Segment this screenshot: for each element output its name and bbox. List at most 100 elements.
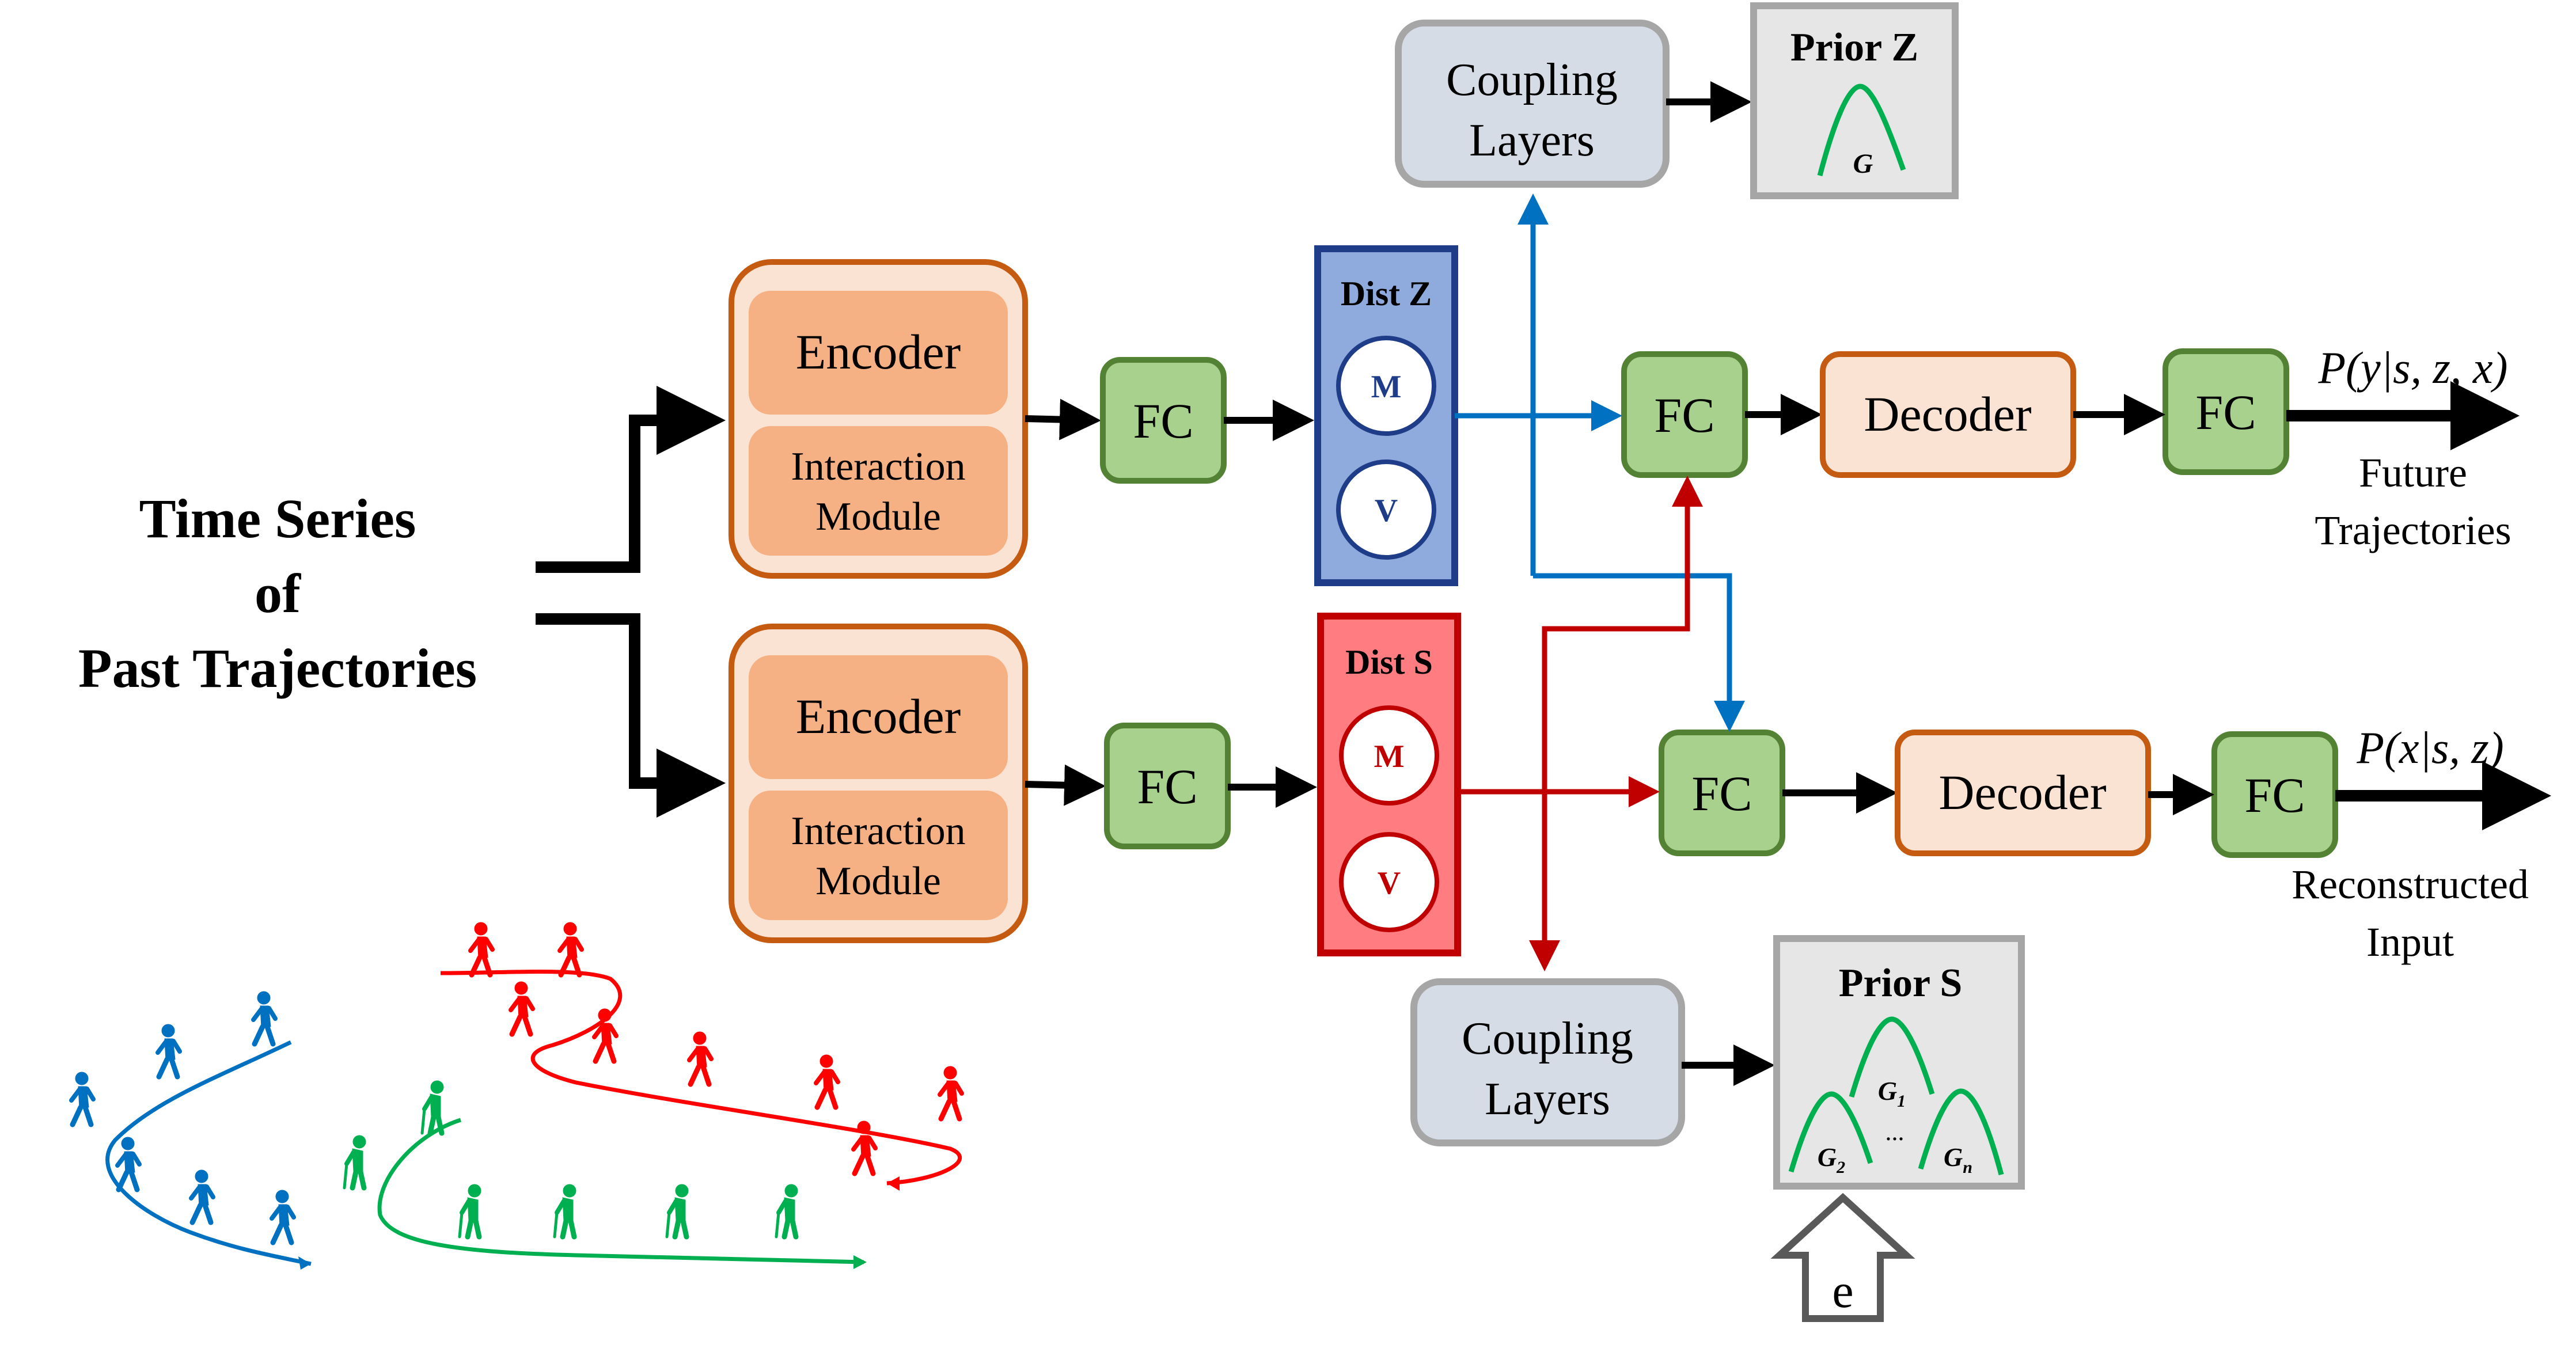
interaction-module-bottom bbox=[749, 791, 1008, 920]
decoder-label-top: Decoder bbox=[1864, 386, 2031, 442]
interaction-label-top-2: Module bbox=[815, 495, 941, 539]
output-bottom: P(x|s, z) Reconstructed Input bbox=[2292, 723, 2529, 965]
external-input-label: e bbox=[1832, 1264, 1853, 1318]
coupling-block-top: Coupling Layers bbox=[1395, 20, 1670, 188]
dist-z-variance-label: V bbox=[1375, 493, 1398, 529]
prior-s-g2-label: G2 bbox=[1818, 1142, 1845, 1177]
fc-label-out-top: FC bbox=[2195, 385, 2256, 440]
prior-s-title: Prior S bbox=[1839, 961, 1963, 1005]
walker-icon bbox=[594, 1009, 616, 1061]
fc-label-enc-bottom: FC bbox=[1137, 759, 1197, 814]
prior-s-box bbox=[1773, 935, 2025, 1190]
fc-label-mid-bottom: FC bbox=[1691, 766, 1752, 821]
prior-s-dots: ... bbox=[1885, 1118, 1905, 1146]
decoder-label-bottom: Decoder bbox=[1938, 765, 2106, 820]
output-bottom-label-2: Input bbox=[2366, 919, 2454, 965]
encoder-label-top: Encoder bbox=[796, 324, 961, 379]
encoder-inner-bottom bbox=[749, 655, 1008, 779]
input-arrows bbox=[536, 386, 726, 818]
output-bottom-formula: P(x|s, z) bbox=[2356, 723, 2503, 773]
dist-s-mean-label: M bbox=[1374, 739, 1405, 774]
trajectory-arrowhead-red bbox=[887, 1176, 900, 1191]
fc-label-out-bottom: FC bbox=[2244, 768, 2305, 823]
prior-s-gaussian-n bbox=[1918, 1088, 2004, 1176]
arrow-s-to-fc-top bbox=[1542, 476, 1703, 964]
prior-s-gaussian-2 bbox=[1788, 1091, 1873, 1173]
output-top-formula: P(y|s, z, x) bbox=[2318, 343, 2508, 393]
dist-s-mean-node bbox=[1339, 705, 1439, 806]
external-input: e bbox=[1770, 1192, 1915, 1322]
interaction-label-bottom-1: Interaction bbox=[791, 809, 965, 853]
walker-icon bbox=[71, 1072, 93, 1125]
fc-label-enc-top: FC bbox=[1133, 393, 1193, 449]
input-title-line-2: of bbox=[255, 563, 301, 624]
dist-z-title: Dist Z bbox=[1341, 275, 1432, 313]
input-arrow-bottom bbox=[536, 613, 726, 818]
encoder-label-bottom: Encoder bbox=[796, 689, 961, 744]
dist-z-variance-node bbox=[1336, 459, 1436, 560]
elder-walker-icon bbox=[776, 1184, 798, 1237]
fc-label-mid-top: FC bbox=[1654, 388, 1714, 443]
output-top-label-1: Future bbox=[2359, 450, 2467, 496]
encoder-block-bottom: Encoder Interaction Module bbox=[729, 624, 1028, 943]
output-top: P(y|s, z, x) Future Trajectories bbox=[2315, 343, 2511, 553]
coupling-block-bottom: Coupling Layers bbox=[1410, 978, 1685, 1146]
coupling-label-top-1: Coupling bbox=[1446, 55, 1618, 105]
encoder-fc-arrows bbox=[1025, 398, 1106, 806]
interaction-label-bottom-2: Module bbox=[815, 859, 941, 903]
s-latent-arrows bbox=[1458, 476, 1703, 971]
decoder-block-top: Decoder bbox=[1820, 351, 2076, 478]
elder-walker-icon bbox=[667, 1184, 688, 1237]
arrow-enc-fc-bottom bbox=[1025, 764, 1106, 806]
walker-icon bbox=[689, 1032, 711, 1084]
arrow-enc-fc-top bbox=[1025, 398, 1101, 440]
interaction-label-top-1: Interaction bbox=[791, 445, 965, 489]
elder-walker-icon bbox=[422, 1081, 443, 1133]
dist-s-variance-label: V bbox=[1378, 865, 1401, 901]
dist-z-mean-label: M bbox=[1371, 369, 1402, 405]
trajectory-path-blue bbox=[105, 1040, 312, 1266]
coupling-label-top-2: Layers bbox=[1469, 115, 1595, 166]
prior-z-g-label: G bbox=[1853, 149, 1873, 179]
input-label: Time Series of Past Trajectories bbox=[78, 488, 477, 699]
prior-s-gaussian-1 bbox=[1849, 1016, 1935, 1098]
output-top-label-2: Trajectories bbox=[2315, 507, 2511, 553]
z-latent-arrows bbox=[1455, 193, 1745, 732]
output-bottom-label-1: Reconstructed bbox=[2292, 861, 2529, 907]
fc-dist-arrows bbox=[1224, 400, 1317, 808]
arrow-z-to-fc-bottom bbox=[1533, 573, 1745, 732]
coupling-label-bottom-2: Layers bbox=[1485, 1074, 1610, 1125]
walker-icon bbox=[117, 1137, 139, 1190]
dist-z-block: Dist Z M V bbox=[1314, 245, 1458, 586]
walker-icon bbox=[191, 1170, 213, 1222]
external-input-arrow bbox=[1770, 1192, 1915, 1322]
walker-icon bbox=[253, 992, 275, 1044]
prior-z-gaussian bbox=[1817, 83, 1906, 177]
trajectory-arrowhead-blue bbox=[298, 1256, 311, 1270]
encoder-block-top: Encoder Interaction Module bbox=[729, 259, 1028, 579]
walker-icon bbox=[158, 1024, 180, 1077]
walker-icon bbox=[511, 982, 533, 1034]
prior-z-box bbox=[1750, 2, 1959, 199]
walker-group-green bbox=[344, 1081, 798, 1237]
trajectory-path-green bbox=[377, 1118, 864, 1264]
walker-icon bbox=[560, 922, 582, 975]
prior-s-gn-label: Gn bbox=[1944, 1142, 1972, 1177]
trajectory-path-red bbox=[440, 970, 962, 1186]
walker-group-blue bbox=[71, 992, 294, 1243]
walker-icon bbox=[940, 1066, 962, 1119]
prior-s-g1-label: G1 bbox=[1878, 1076, 1906, 1111]
trajectory-illustration bbox=[71, 922, 962, 1270]
prior-z-title: Prior Z bbox=[1790, 25, 1918, 70]
encoder-inner-top bbox=[749, 291, 1008, 415]
prior-s-block: Prior S G1 G2 ... Gn bbox=[1773, 935, 2025, 1190]
walker-icon bbox=[272, 1190, 294, 1243]
dist-s-variance-node bbox=[1339, 832, 1439, 932]
trajectory-arrowhead-green bbox=[853, 1255, 867, 1269]
input-title-line-1: Time Series bbox=[139, 488, 416, 549]
elder-walker-icon bbox=[555, 1184, 576, 1237]
dist-z-mean-node bbox=[1336, 336, 1436, 436]
interaction-module-top bbox=[749, 426, 1008, 556]
decoder-block-bottom: Decoder bbox=[1895, 730, 2151, 856]
